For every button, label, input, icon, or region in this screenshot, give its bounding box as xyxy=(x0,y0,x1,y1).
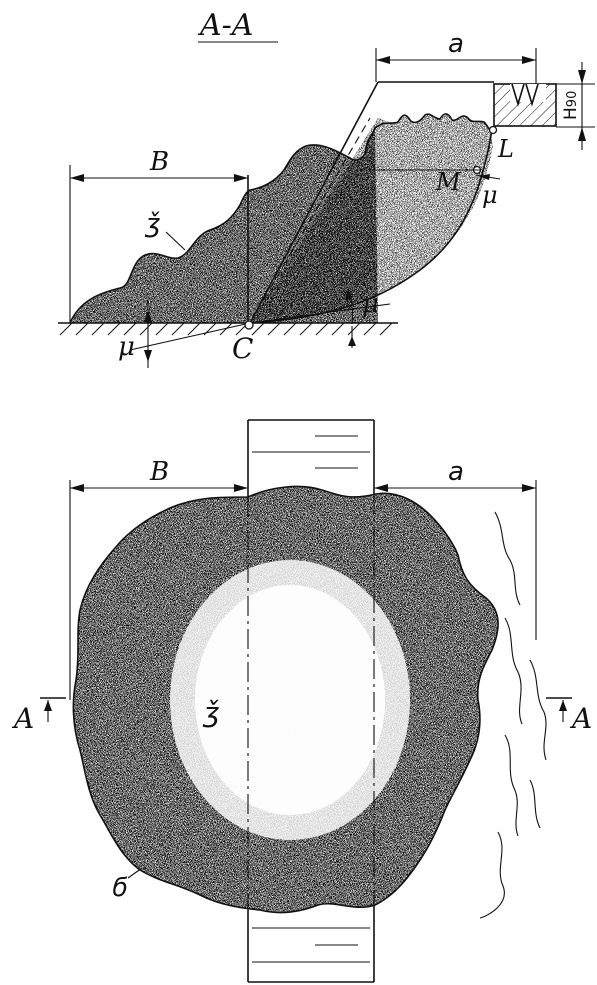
slope-line xyxy=(249,81,379,324)
label-region-top: ǯ xyxy=(144,209,160,239)
section-marker-left xyxy=(40,697,66,722)
mu-left-arrows xyxy=(144,310,152,362)
label-region-bottom: ǯ xyxy=(202,696,219,729)
section-title: A-A xyxy=(197,8,253,43)
dashed-line xyxy=(249,117,371,324)
outline-leader xyxy=(127,867,143,879)
region-top-leader xyxy=(165,231,186,251)
mu-right-arrow-top xyxy=(345,288,352,300)
structure-notches xyxy=(511,83,539,107)
mu-right-ray xyxy=(249,303,391,324)
plan-blob xyxy=(72,485,499,914)
point-c xyxy=(244,320,254,330)
label-l: L xyxy=(497,135,514,163)
point-l xyxy=(488,125,498,135)
section-marker-right xyxy=(546,697,572,722)
label-mu-right-small: μ xyxy=(482,181,498,209)
label-outline-bottom: ϭ xyxy=(112,873,128,903)
label-mu-right: μ xyxy=(362,289,379,319)
crack-lines xyxy=(479,511,547,919)
label-a-bottom: a xyxy=(448,457,464,487)
label-section-left: A xyxy=(11,702,34,735)
label-a-top: a xyxy=(448,29,464,59)
plan-column xyxy=(247,419,375,983)
label-h90: H90 xyxy=(561,91,581,120)
label-mu-left: μ xyxy=(118,332,135,362)
ground-hatching xyxy=(58,322,398,336)
structure-block xyxy=(493,83,557,130)
failure-arc xyxy=(249,129,493,324)
mu-small-arrow xyxy=(478,174,490,180)
label-c: C xyxy=(232,332,253,365)
mu-right-arrow-bottom xyxy=(348,336,356,346)
label-section-right: A xyxy=(569,702,592,735)
mu-left-ray xyxy=(129,322,251,351)
label-b-top: B xyxy=(149,147,169,177)
label-b-bottom: B xyxy=(149,457,169,487)
label-m: M xyxy=(435,168,462,196)
